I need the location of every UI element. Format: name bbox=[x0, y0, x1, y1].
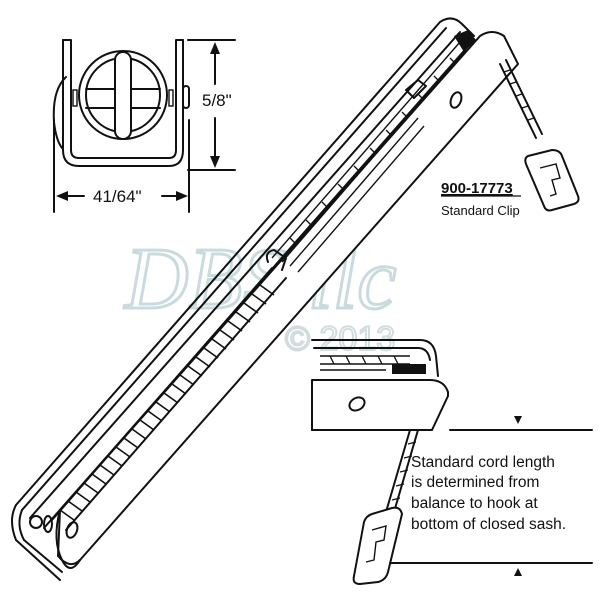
cord-length-reference bbox=[311, 416, 593, 576]
balance-tube bbox=[11, 17, 519, 581]
inset-clip-icon bbox=[352, 506, 403, 585]
cord-in-channel bbox=[271, 30, 476, 273]
part-description: Standard Clip bbox=[441, 203, 520, 218]
note-line-3: balance to hook at bbox=[411, 495, 538, 512]
clip-callout: 900-17773 Standard Clip bbox=[441, 180, 521, 218]
end-view-cross-section bbox=[52, 39, 190, 167]
part-number: 900-17773 bbox=[441, 180, 513, 197]
cord-length-note: Standard cord length is determined from … bbox=[411, 454, 566, 533]
width-dimension: 41/64" bbox=[53, 119, 190, 213]
height-dimension: 5/8" bbox=[187, 39, 236, 171]
width-dimension-label: 41/64" bbox=[93, 187, 142, 206]
note-line-4: bottom of closed sash. bbox=[411, 516, 566, 533]
note-line-1: Standard cord length bbox=[411, 454, 555, 471]
spring bbox=[51, 249, 287, 531]
height-dimension-label: 5/8" bbox=[202, 91, 232, 110]
detail-inset bbox=[311, 339, 449, 585]
top-cord-and-clip bbox=[499, 59, 580, 212]
note-line-2: is determined from bbox=[411, 474, 539, 491]
